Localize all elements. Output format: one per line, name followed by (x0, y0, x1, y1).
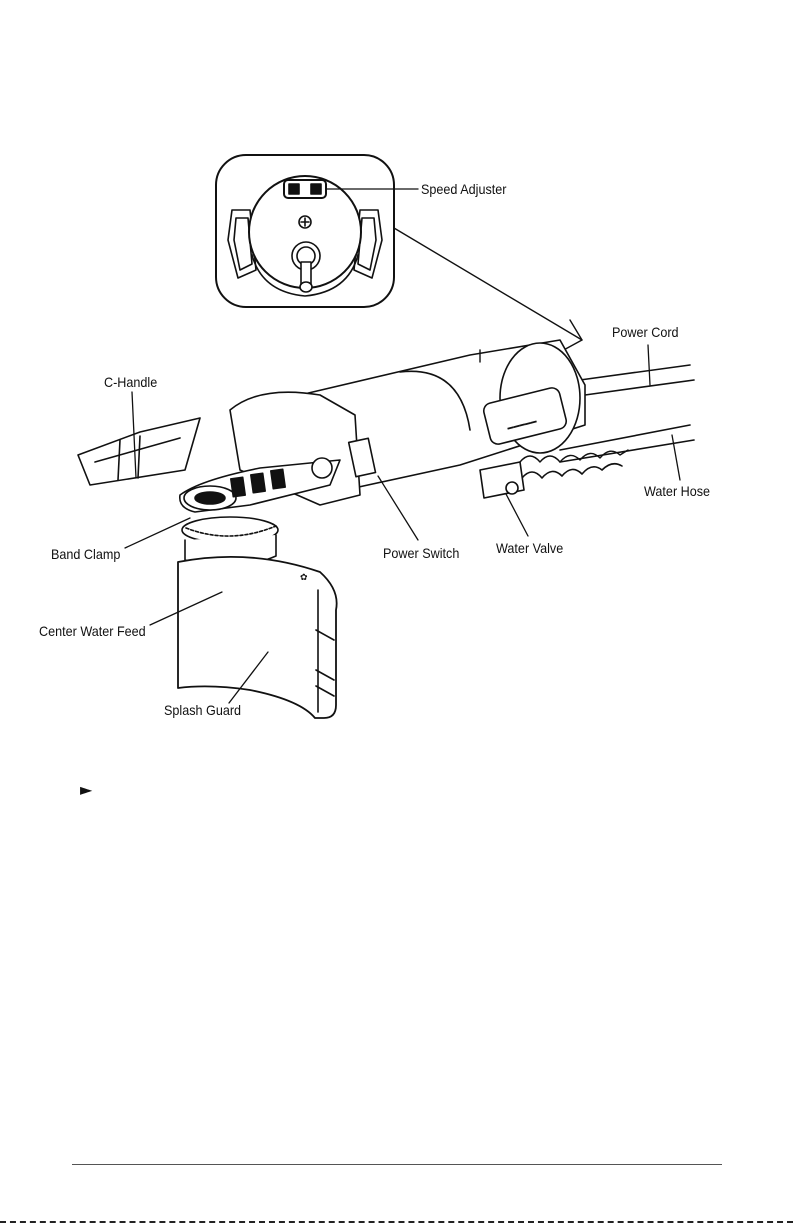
page-edge-dashes (0, 1221, 793, 1223)
bullet-arrow-icon: ► (80, 780, 92, 799)
svg-text:✿: ✿ (300, 572, 308, 582)
label-band-clamp: Band Clamp (51, 546, 120, 562)
main-tool-body: ▬▬▬▬▬ ✿ (78, 340, 694, 718)
label-water-valve: Water Valve (496, 540, 563, 556)
label-power-cord: Power Cord (612, 324, 679, 340)
label-water-hose: Water Hose (644, 483, 710, 499)
label-speed-adjuster: Speed Adjuster (421, 181, 506, 197)
label-power-switch: Power Switch (383, 545, 459, 561)
label-center-water-feed: Center Water Feed (39, 623, 146, 639)
label-splash-guard: Splash Guard (164, 702, 241, 718)
speed-adjuster-inset (216, 155, 394, 307)
footer-rule (72, 1164, 722, 1165)
label-c-handle: C-Handle (104, 374, 157, 390)
